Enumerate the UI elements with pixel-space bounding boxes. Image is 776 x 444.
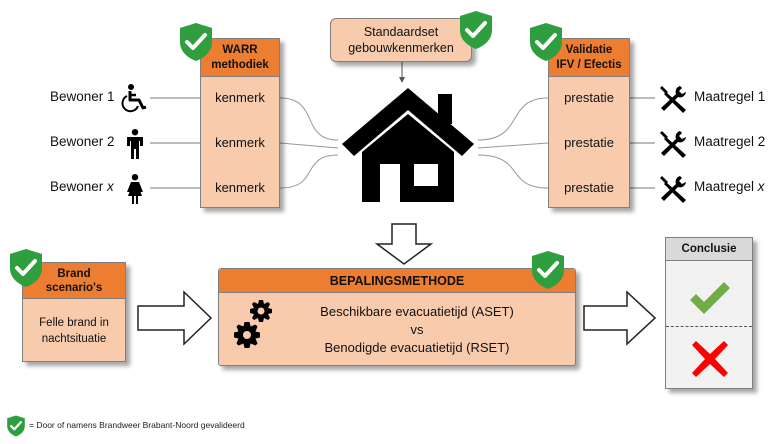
brand-scenario-box: Brand scenario's Felle brand in nachtsit…: [22, 262, 126, 362]
maatregel-x-label-main: Maatregel: [694, 179, 758, 194]
bewoner-x-label: Bewoner x: [50, 179, 114, 194]
validatie-header: Validatie IFV / Efectis: [549, 39, 629, 77]
conclusie-header: Conclusie: [666, 238, 752, 261]
brand-body: Felle brand in nachtsituatie: [23, 315, 125, 347]
tools-icon: [660, 86, 686, 113]
validated-shield-icon: [532, 251, 564, 289]
brand-body-line2: nachtsituatie: [41, 333, 107, 345]
validated-shield-icon: [180, 23, 212, 61]
legend-text: = Door of namens Brandweer Brabant-Noord…: [29, 420, 245, 430]
bewoner-x-label-var: x: [107, 179, 114, 194]
validated-shield-icon: [10, 249, 42, 287]
maatregel-2-label: Maatregel 2: [694, 134, 766, 149]
bewoner-2-label: Bewoner 2: [50, 134, 115, 149]
big-arrow-right-1: [137, 290, 213, 346]
warr-header: WARR methodiek: [201, 39, 279, 77]
validatie-header-line2: IFV / Efectis: [556, 59, 622, 71]
maatregel-x-label-var: x: [757, 179, 765, 194]
curve-kenmerk1-house: [279, 97, 339, 141]
standaardset-line1: Standaardset: [363, 25, 439, 39]
curve-kenmerk2-house: [279, 142, 339, 149]
aset-text: Beschikbare evacuatietijd (ASET): [320, 304, 514, 319]
prestatie-1: prestatie: [564, 90, 614, 105]
warr-header-line1: WARR: [222, 44, 258, 56]
bewoner-x-label-main: Bewoner: [50, 179, 108, 194]
bepalingsmethode-header: BEPALINGSMETHODE: [219, 269, 575, 293]
prestatie-3: prestatie: [564, 180, 614, 195]
maatregel-1-label: Maatregel 1: [694, 89, 766, 104]
brand-header-line2: scenario's: [45, 282, 103, 294]
bewoner-1-label: Bewoner 1: [50, 89, 115, 104]
prestatie-2: prestatie: [564, 135, 614, 150]
bepalingsmethode-box: BEPALINGSMETHODE Beschikbare evacuatieti…: [218, 268, 576, 366]
validated-shield-icon: [460, 11, 492, 49]
standaardset-line2: gebouwkenmerken: [348, 41, 454, 55]
curve-prestatie2-house: [477, 142, 549, 149]
validatie-header-line1: Validatie: [565, 44, 613, 56]
curve-prestatie1-house: [477, 97, 549, 141]
kenmerk-3: kenmerk: [215, 180, 265, 195]
standaardset-box: Standaardset gebouwkenmerken: [330, 18, 472, 62]
house-icon: [342, 88, 474, 202]
bepalingsmethode-body: Beschikbare evacuatietijd (ASET) vs Beno…: [259, 303, 575, 357]
warr-header-line2: methodiek: [211, 59, 269, 71]
curve-prestatie3-house: [477, 154, 549, 189]
validatie-box: Validatie IFV / Efectis prestatie presta…: [548, 38, 630, 208]
brand-header-line1: Brand: [57, 268, 91, 280]
woman-icon: [127, 174, 143, 204]
validated-shield-icon: [530, 23, 562, 61]
kenmerk-1: kenmerk: [215, 90, 265, 105]
tools-icon: [660, 176, 686, 203]
gears-icon: [234, 300, 272, 348]
man-icon: [127, 129, 143, 159]
maatregel-x-label: Maatregel x: [694, 179, 765, 194]
green-check-icon: [690, 282, 730, 314]
validated-shield-icon: [7, 415, 25, 437]
big-arrow-right-2: [583, 290, 657, 346]
brand-body-line1: Felle brand in: [39, 317, 109, 329]
warr-methodiek-box: WARR methodiek kenmerk kenmerk kenmerk: [200, 38, 280, 208]
tools-icon: [660, 131, 686, 158]
vs-text: vs: [410, 322, 424, 337]
kenmerk-2: kenmerk: [215, 135, 265, 150]
wheelchair-person-icon: [121, 84, 147, 113]
big-arrow-down: [374, 223, 434, 265]
curve-kenmerk3-house: [279, 154, 339, 189]
red-cross-icon: [692, 341, 728, 377]
conclusie-divider: [666, 326, 752, 327]
conclusie-box: Conclusie: [665, 237, 753, 389]
rset-text: Benodigde evacuatietijd (RSET): [324, 340, 510, 355]
